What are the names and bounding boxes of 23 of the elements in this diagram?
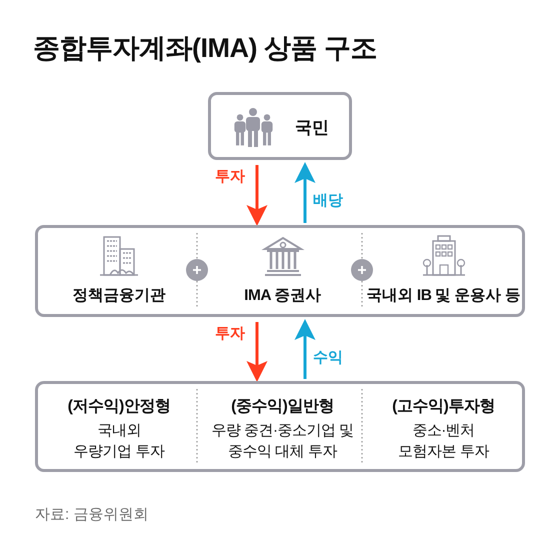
section-description: 국내외 우량기업 투자 — [72, 421, 166, 462]
section-heading: (고수익)투자형 — [392, 397, 495, 417]
edge-label: 수익 — [313, 348, 343, 367]
source-note: 자료: 금융위원회 — [35, 505, 148, 524]
title: 종합투자계좌(IMA) 상품 구조 — [33, 32, 377, 65]
group-box — [35, 225, 525, 317]
node-label: 국내외 IB 및 운용사 등 — [366, 286, 520, 306]
edge-label: 투자 — [215, 167, 245, 186]
section-description: 중소·벤처 모험자본 투자 — [397, 421, 490, 462]
section-heading: (중수익)일반형 — [231, 397, 334, 417]
edge-label: 배당 — [313, 191, 343, 210]
section-description: 우량 중견·중소기업 및 중수익 대체 투자 — [210, 421, 355, 462]
node-label: 국민 — [295, 117, 329, 139]
group-box — [35, 381, 525, 472]
arrow — [246, 165, 268, 226]
people-box — [208, 92, 352, 160]
arrow — [294, 319, 316, 379]
arrow — [246, 322, 268, 382]
section-heading: (저수익)안정형 — [68, 397, 170, 417]
edge-label: 투자 — [215, 324, 245, 343]
node-label: IMA 증권사 — [244, 286, 321, 306]
node-label: 정책금융기관 — [72, 286, 166, 306]
arrow — [294, 162, 316, 223]
